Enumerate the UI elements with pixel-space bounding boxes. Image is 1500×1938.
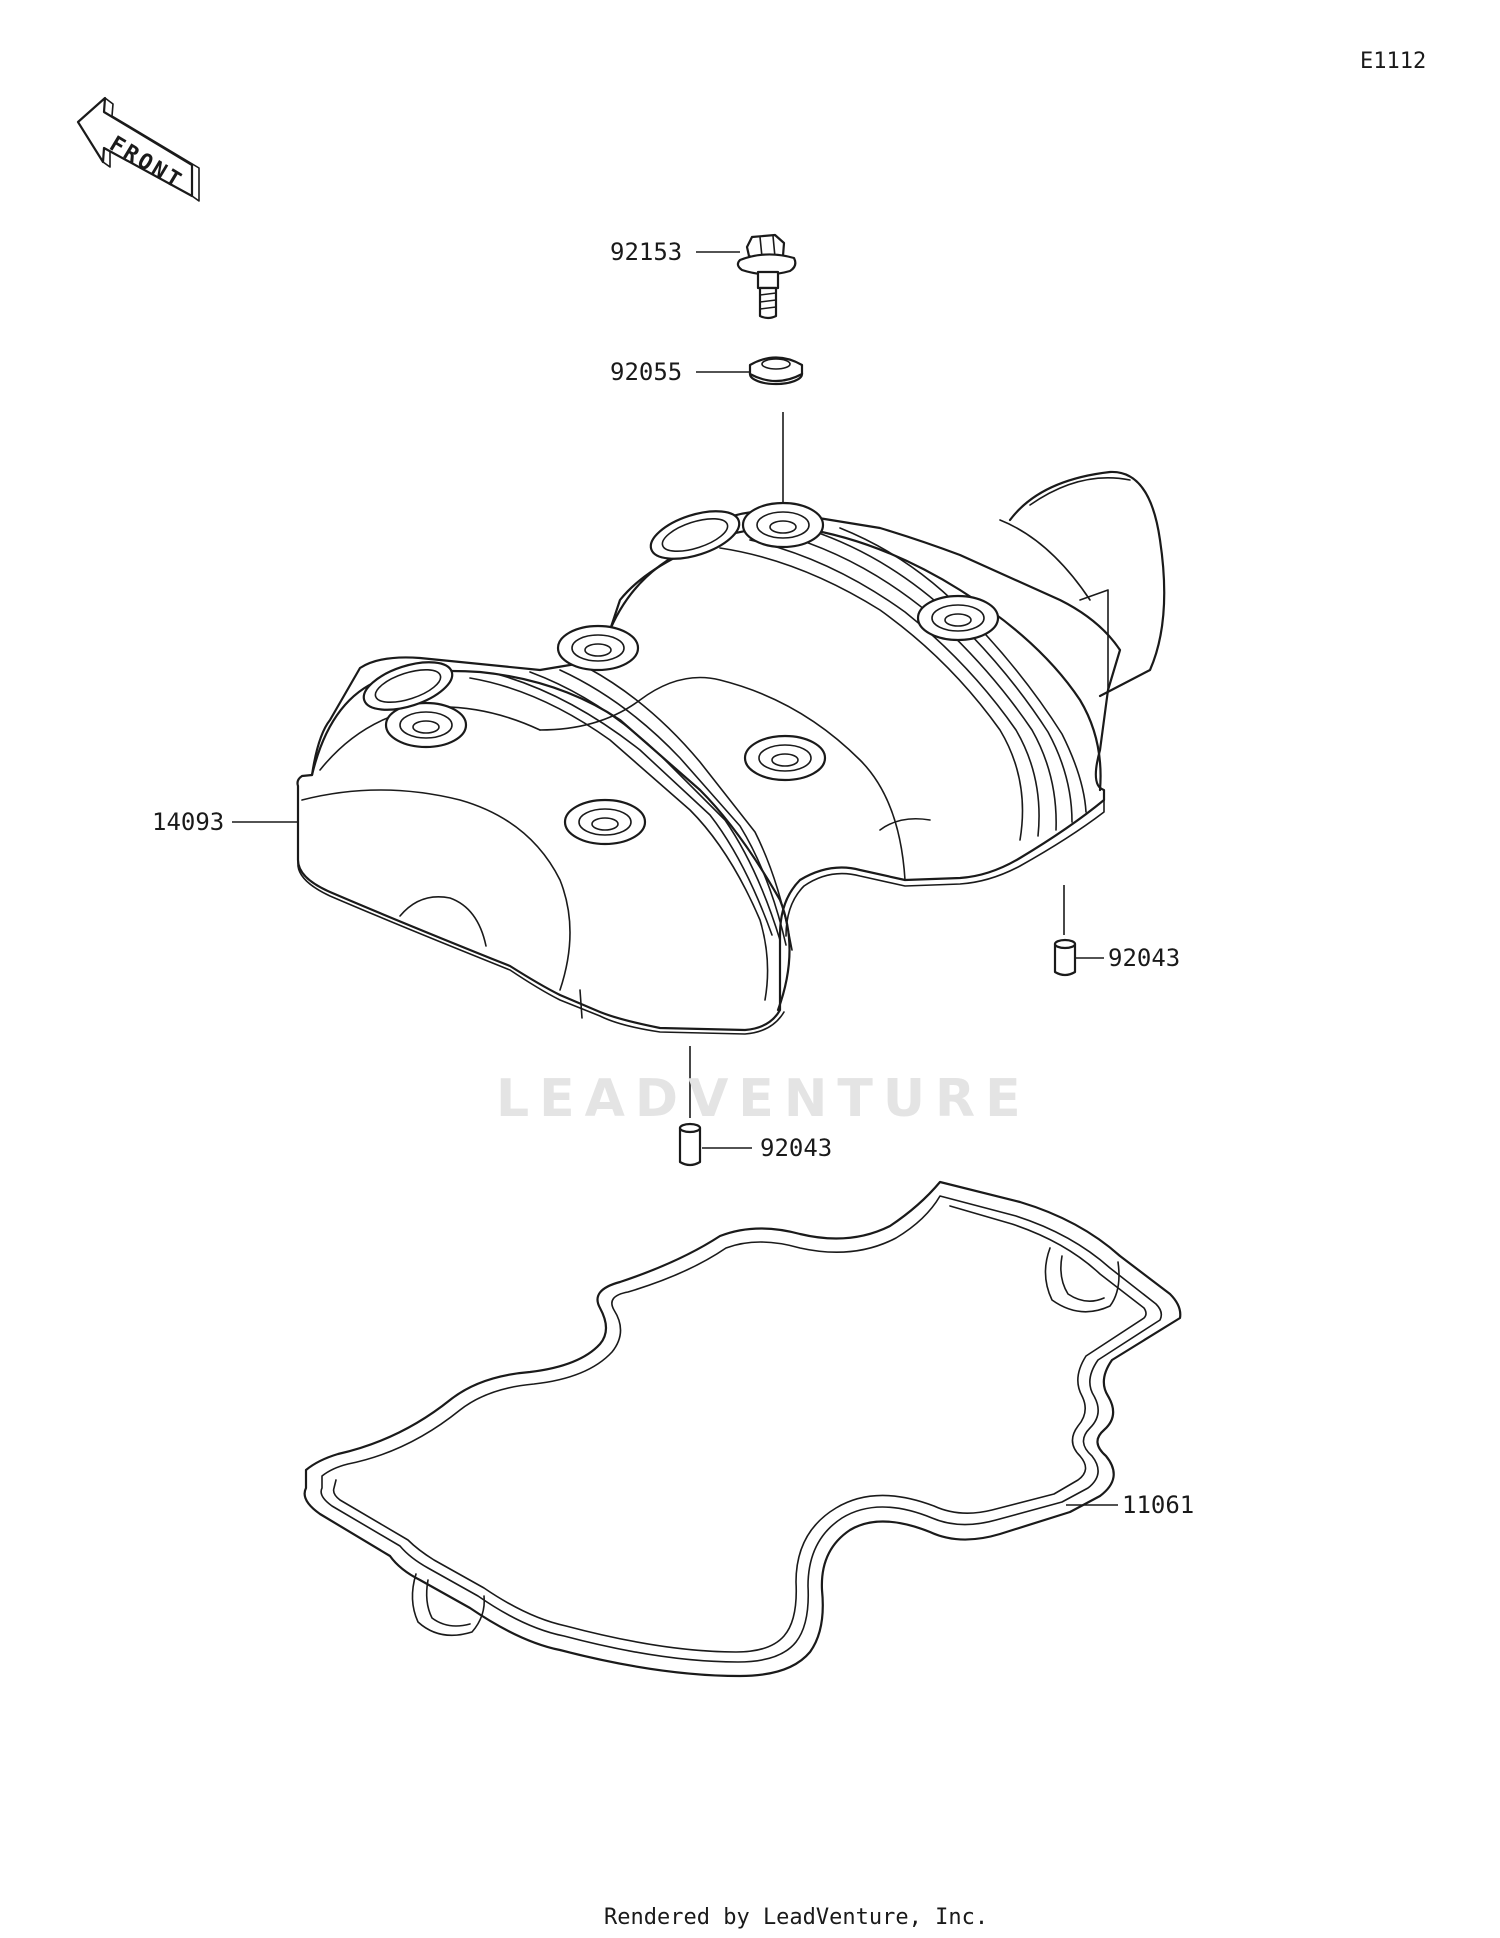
bolt-92153[interactable] xyxy=(736,233,797,320)
part-number-92153[interactable]: 92153 xyxy=(610,238,682,266)
part-number-11061[interactable]: 11061 xyxy=(1122,1491,1194,1519)
part-number-92043-right[interactable]: 92043 xyxy=(1108,944,1180,972)
cover-bolt-boss xyxy=(384,701,468,749)
dowel-pin-bottom-92043[interactable] xyxy=(678,1122,702,1167)
grommet-92055[interactable] xyxy=(748,356,804,386)
front-direction-arrow: FRONT xyxy=(76,96,200,202)
part-number-14093[interactable]: 14093 xyxy=(152,808,224,836)
cover-inspection-cap xyxy=(362,661,454,711)
part-number-92043-bottom[interactable]: 92043 xyxy=(760,1134,832,1162)
watermark: LEADVENTURE xyxy=(496,1069,1031,1129)
cylinder-head-cover-14093[interactable] xyxy=(296,470,1166,1035)
cover-bolt-boss xyxy=(563,798,647,846)
dowel-pin-right-92043[interactable] xyxy=(1053,938,1077,977)
gasket-11061[interactable] xyxy=(303,1180,1182,1678)
part-number-92055[interactable]: 92055 xyxy=(610,358,682,386)
cover-inspection-cap xyxy=(649,510,741,560)
cover-bolt-boss xyxy=(741,501,825,549)
cover-bolt-boss xyxy=(556,624,640,672)
cover-bolt-boss xyxy=(916,594,1000,642)
front-label: FRONT xyxy=(105,132,188,195)
diagram-code: E1112 xyxy=(1360,49,1426,74)
cover-bolt-boss xyxy=(743,734,827,782)
footer-credit: Rendered by LeadVenture, Inc. xyxy=(604,1905,988,1930)
